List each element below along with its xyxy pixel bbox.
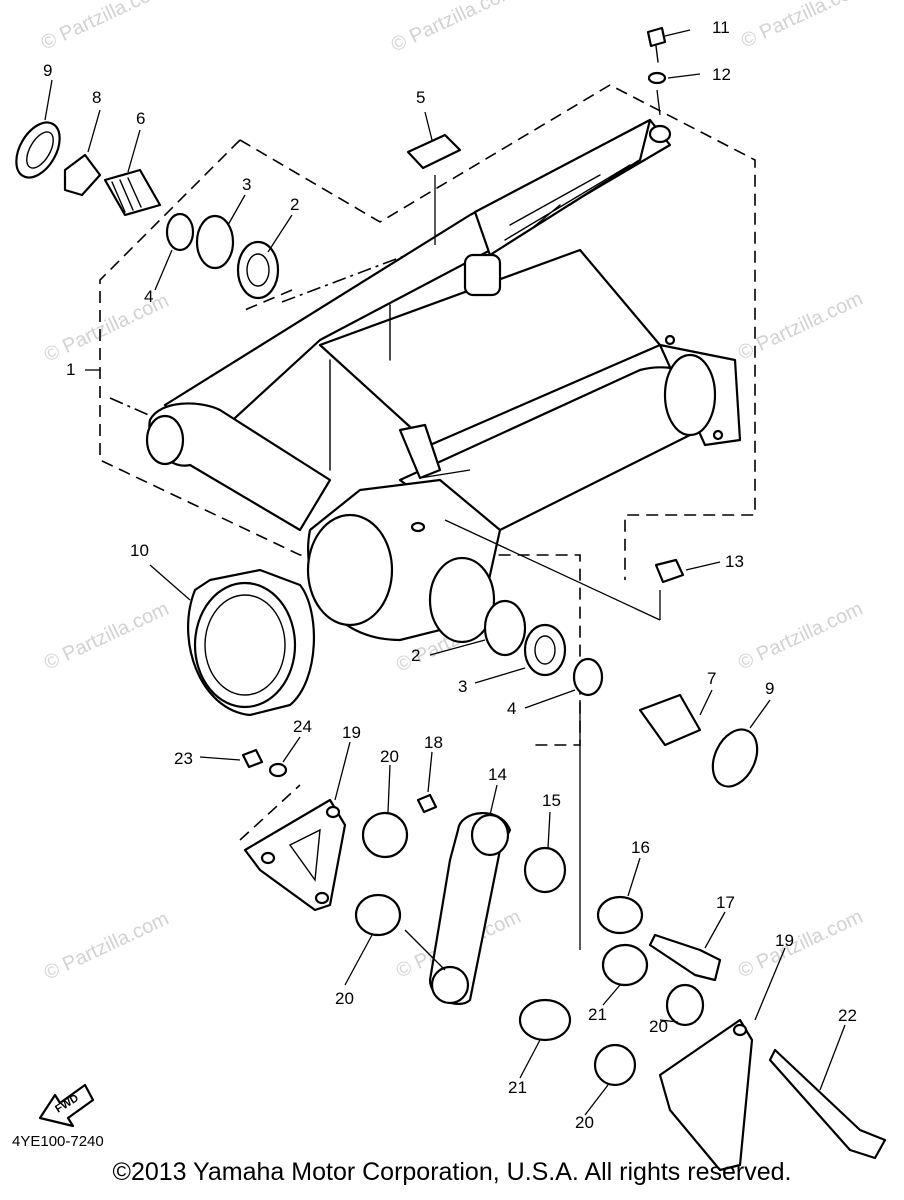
cap-9-right — [711, 728, 759, 788]
collar-4-left — [165, 212, 195, 252]
collar-20-a — [361, 811, 409, 859]
washer-24 — [268, 762, 288, 778]
bolt-11 — [646, 26, 667, 48]
diagram-code: 4YE100-7240 — [12, 1133, 104, 1150]
callout-3: 3 — [242, 175, 251, 194]
watermark: © Partzilla.com — [388, 0, 519, 57]
callout-14: 14 — [488, 765, 507, 784]
watermark: © Partzilla.com — [738, 0, 869, 53]
callout-23: 23 — [174, 749, 193, 768]
callouts: 9 8 6 3 2 4 1 5 11 12 13 10 2 3 4 7 9 23… — [43, 18, 857, 1132]
callout-4: 4 — [144, 287, 153, 306]
collar-21-b — [518, 998, 572, 1042]
swingarm — [145, 118, 742, 644]
callout-6: 6 — [136, 109, 145, 128]
callout-20: 20 — [649, 1017, 668, 1036]
callout-24: 24 — [293, 717, 312, 736]
callout-2: 2 — [290, 195, 299, 214]
ring-10 — [187, 568, 315, 717]
washer-12 — [647, 71, 667, 85]
nut-23 — [241, 748, 264, 769]
bearing-2-left — [236, 240, 280, 300]
link-plate-19-left — [243, 798, 347, 912]
top-parts — [406, 26, 667, 245]
collar-4-right — [572, 657, 604, 697]
link-plate-19-right — [658, 1018, 754, 1172]
linkage-parts — [239, 700, 887, 1172]
bearing-2-right — [483, 599, 527, 657]
callout-19: 19 — [775, 931, 794, 950]
callout-21: 21 — [508, 1078, 527, 1097]
fwd-arrow: FWD — [38, 1083, 95, 1128]
oil-seal-3-right — [523, 623, 567, 677]
callout-2: 2 — [411, 646, 420, 665]
callout-4: 4 — [507, 699, 516, 718]
callout-7: 7 — [707, 669, 716, 688]
cap-13 — [654, 558, 685, 584]
collar-15 — [523, 846, 567, 894]
copyright-notice: ©2013 Yamaha Motor Corporation, U.S.A. A… — [112, 1158, 792, 1186]
callout-21: 21 — [588, 1005, 607, 1024]
callout-9: 9 — [43, 61, 52, 80]
watermark: © Partzilla.com — [38, 0, 169, 55]
callout-22: 22 — [838, 1006, 857, 1025]
leader-lines — [44, 29, 846, 1116]
callout-10: 10 — [130, 541, 149, 560]
watermark: © Partzilla.com — [41, 598, 172, 675]
collar-21-a — [601, 943, 649, 987]
pivot-shaft-6 — [103, 168, 162, 217]
callout-17: 17 — [716, 893, 735, 912]
collar-16 — [596, 895, 644, 935]
callout-15: 15 — [542, 791, 561, 810]
part-5 — [406, 133, 462, 170]
right-pivot-parts — [444, 519, 759, 788]
callout-16: 16 — [631, 838, 650, 857]
bolt-17 — [648, 933, 722, 982]
watermark: © Partzilla.com — [41, 908, 172, 985]
callout-8: 8 — [92, 88, 101, 107]
locknut-8 — [63, 153, 102, 197]
callout-3: 3 — [458, 677, 467, 696]
nut-18 — [416, 793, 438, 814]
callout-18: 18 — [424, 733, 443, 752]
callout-9: 9 — [765, 679, 774, 698]
watermark: © Partzilla.com — [735, 906, 866, 983]
pivot-shaft-7 — [638, 693, 702, 747]
callout-11: 11 — [712, 18, 730, 37]
callout-19: 19 — [342, 723, 361, 742]
oil-seal-9-left — [15, 121, 61, 179]
collar-20-c — [665, 983, 705, 1027]
callout-20: 20 — [575, 1113, 594, 1132]
callout-1: 1 — [66, 360, 75, 379]
oil-seal-3-left — [195, 214, 235, 270]
collar-20-b — [354, 893, 402, 937]
callout-5: 5 — [416, 88, 425, 107]
watermark: © Partzilla.com — [735, 598, 866, 675]
left-pivot-parts — [15, 121, 280, 300]
callout-20: 20 — [380, 747, 399, 766]
bolt-22 — [768, 1048, 887, 1160]
callout-13: 13 — [725, 552, 744, 571]
collar-20-d — [593, 1043, 637, 1087]
callout-12: 12 — [712, 65, 731, 84]
callout-20: 20 — [335, 989, 354, 1008]
